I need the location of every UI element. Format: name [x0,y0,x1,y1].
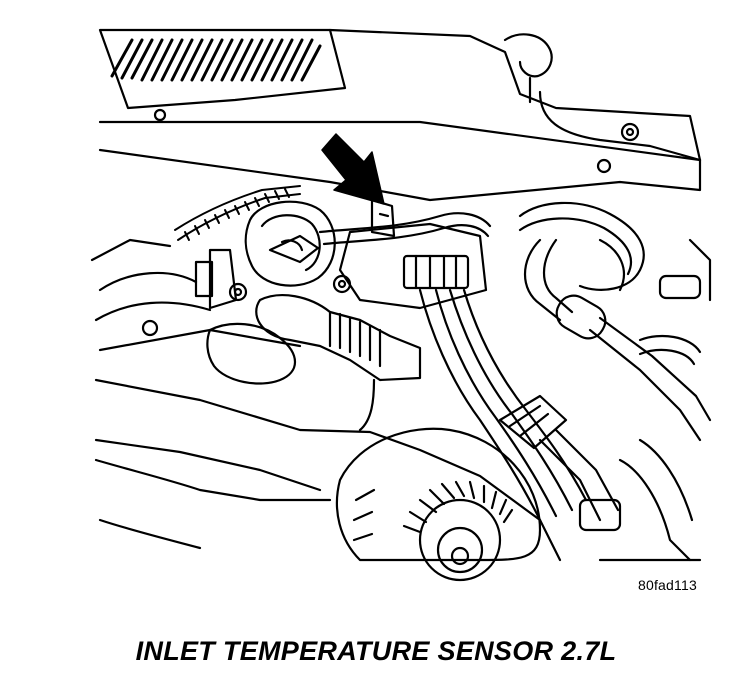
braided-vacuum-hose [174,185,301,241]
engine-front-cover [94,378,562,562]
right-side-hoses [518,201,712,442]
electrical-connector-right [498,394,702,562]
manifold-cooling-ribs [110,38,322,82]
throttle-body [244,200,336,287]
alternator [335,427,542,582]
figure-id-code: 80fad113 [638,577,697,593]
figure-caption: INLET TEMPERATURE SENSOR 2.7L [135,636,617,666]
intake-manifold-cover [98,28,702,202]
fuel-rail-and-injector [206,294,422,432]
sensor-mounting-boss [318,198,492,310]
down-right-arrow-icon [321,133,385,205]
left-bracket-assembly [90,238,302,352]
